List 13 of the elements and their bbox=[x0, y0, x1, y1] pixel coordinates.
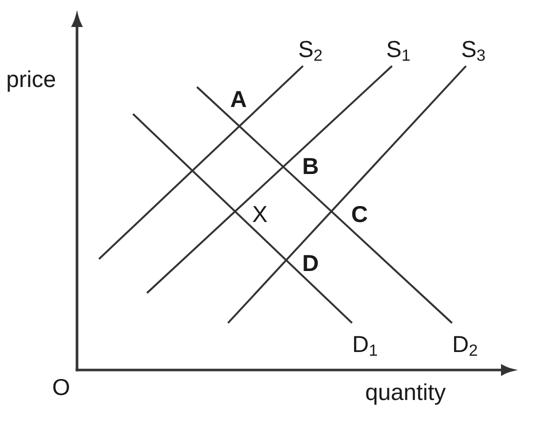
curve-label: D$_{2}$ bbox=[454, 336, 477, 356]
point-label: C bbox=[352, 206, 368, 222]
point-label: X bbox=[252, 206, 268, 222]
curve-label: S$_{2}$ bbox=[299, 40, 322, 61]
origin-label: O bbox=[53, 378, 69, 396]
axis-label: price bbox=[8, 70, 56, 92]
curve-label: S$_{3}$ bbox=[462, 40, 485, 61]
point-label: A bbox=[230, 91, 246, 107]
curve-label: S$_{1}$ bbox=[387, 40, 410, 61]
curve-label: D$_{1}$ bbox=[354, 336, 377, 356]
axis-label: quantity bbox=[366, 383, 446, 405]
point-label: B bbox=[304, 158, 318, 174]
point-label: D bbox=[304, 255, 318, 271]
